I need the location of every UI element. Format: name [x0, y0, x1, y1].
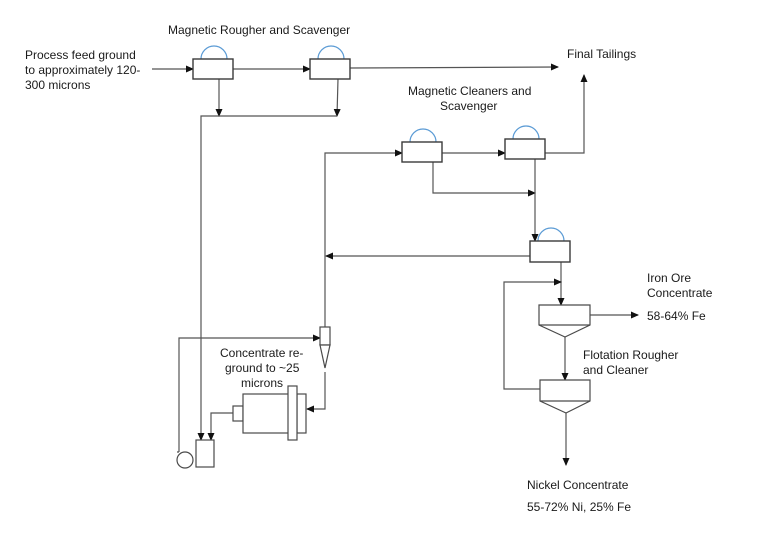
mill-body — [242, 393, 291, 434]
magnet-drum-icon — [512, 125, 540, 140]
separator-box — [309, 58, 351, 80]
magnetic-rougher-label: Magnetic Rougher and Scavenger — [168, 23, 350, 37]
sump-tank — [195, 439, 215, 468]
magnet-drum-icon — [409, 128, 437, 143]
magnetic-cleaners-label: Magnetic Cleaners and Scavenger — [408, 84, 531, 113]
mill-gear-flange — [287, 385, 298, 441]
pump-icon — [176, 451, 194, 469]
magnetic-separator-cleaner-1 — [401, 128, 443, 163]
mill-discharge-line — [207, 412, 233, 441]
iron-ore-label-line-1: Iron Ore — [647, 271, 691, 285]
flotation-cell-icon — [539, 379, 591, 414]
scavenger-tailings-arrow — [349, 63, 559, 71]
separator-box — [529, 240, 571, 263]
magnet-drum-icon — [317, 45, 345, 60]
cyclone-overflow-line — [324, 149, 403, 327]
separator-box — [192, 58, 234, 80]
iron-ore-label: Iron Ore Concentrate — [647, 271, 713, 300]
cyclone-cylinder — [319, 326, 331, 346]
magnetic-cleaners-label-line-1: Magnetic Cleaners and — [408, 84, 531, 98]
flotation-recycle-line — [503, 278, 562, 390]
cleaner-bottom-line — [432, 162, 536, 197]
cleaner-tailings-arrow — [545, 74, 588, 154]
feed-label: Process feed ground to approximately 120… — [25, 48, 140, 92]
cyclone-cone — [319, 344, 331, 369]
pump — [176, 451, 194, 469]
magnet-drum-icon — [200, 45, 228, 60]
separator-box — [504, 138, 546, 160]
magnetic-cleaners-label-line-2: Scavenger — [440, 99, 497, 113]
magnetic-separator-cleaner-2 — [504, 125, 546, 160]
regrind-label-line-1: Concentrate re- — [220, 346, 303, 360]
regrind-label-line-3: microns — [241, 376, 283, 390]
feed-label-line-3: 300 microns — [25, 78, 90, 92]
magnetic-separator-scavenger — [309, 45, 351, 80]
feed-label-line-2: to approximately 120- — [25, 63, 140, 77]
mill-end — [296, 393, 307, 434]
concentrate-to-sump-line — [197, 115, 337, 441]
regrind-mill — [232, 385, 307, 441]
pump-to-cyclone-line — [178, 334, 321, 452]
separator-box — [401, 141, 443, 163]
regrind-label: Concentrate re- ground to ~25 microns — [220, 346, 303, 390]
flotation-cell-cleaner — [539, 379, 591, 414]
magnetic-separator-rougher — [192, 45, 234, 80]
flotation-label: Flotation Rougher and Cleaner — [583, 348, 678, 377]
flotation-cell-rougher — [538, 304, 591, 338]
flotation-cell-icon — [538, 304, 591, 338]
cyclone-underflow-line — [306, 372, 326, 413]
hydrocyclone — [319, 326, 331, 369]
flotation-label-line-1: Flotation Rougher — [583, 348, 678, 362]
flotation-label-line-2: and Cleaner — [583, 363, 648, 377]
magnet-drum-icon — [537, 227, 565, 242]
mill-trunnion — [232, 405, 244, 422]
magnetic-separator-cleaner-scavenger — [529, 227, 571, 263]
iron-grade-label: 58-64% Fe — [647, 309, 706, 323]
regrind-label-line-2: ground to ~25 — [225, 361, 300, 375]
feed-label-line-1: Process feed ground — [25, 48, 136, 62]
nickel-concentrate-label: Nickel Concentrate — [527, 478, 629, 492]
iron-ore-label-line-2: Concentrate — [647, 286, 713, 300]
final-tailings-label: Final Tailings — [567, 47, 636, 61]
nickel-grade-label: 55-72% Ni, 25% Fe — [527, 500, 631, 514]
scavenger-concentrate-arrow — [333, 78, 341, 117]
